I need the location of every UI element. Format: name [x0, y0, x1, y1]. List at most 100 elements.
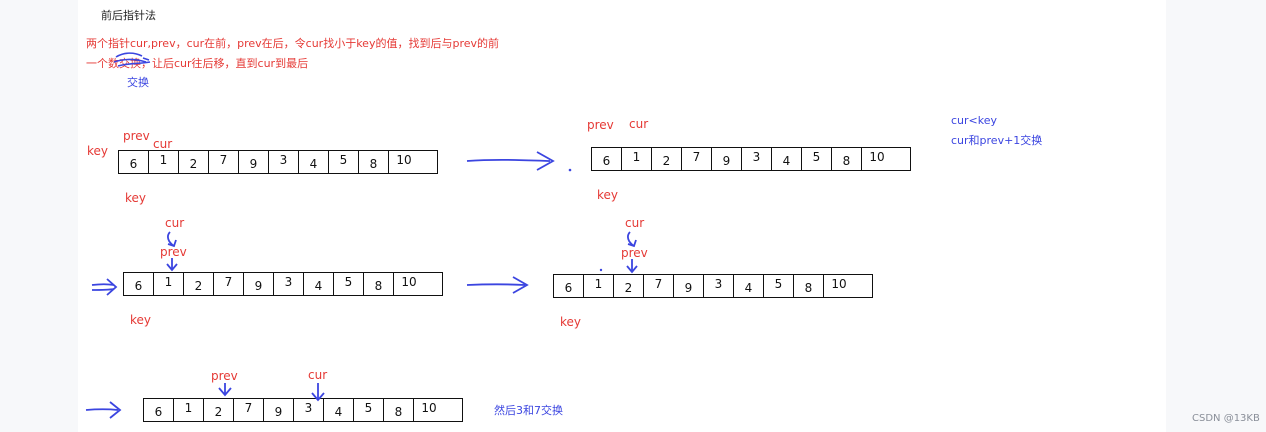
array-cell-value: 10: [421, 401, 437, 415]
array-cell-value: 8: [394, 405, 403, 419]
array-cell: 8: [794, 275, 824, 297]
array-cell-value: 4: [744, 281, 753, 295]
array-cell: 7: [234, 399, 264, 421]
side-note-action: cur和prev+1交换: [951, 134, 1043, 147]
array-cell: 7: [214, 273, 244, 295]
array-cell: 9: [244, 273, 274, 295]
array-cell-value: 7: [692, 150, 701, 164]
array-cell-value: 8: [369, 157, 378, 171]
array-cell: 5: [334, 273, 364, 295]
array-cell-value: 1: [159, 153, 168, 167]
array-cell-value: 4: [782, 154, 791, 168]
array-cell: 3: [742, 148, 772, 170]
array-cell-value: 5: [774, 277, 783, 291]
array-cell: 3: [269, 151, 299, 173]
key-label: key: [597, 188, 619, 202]
array-cell: 10: [414, 399, 444, 421]
array-cell-value: 9: [722, 154, 731, 168]
array-cell: 4: [299, 151, 329, 173]
array-cell: 7: [209, 151, 239, 173]
key-label: key: [87, 144, 109, 158]
array-cell-value: 1: [632, 150, 641, 164]
array-cell: 7: [644, 275, 674, 297]
array-cell-value: 9: [684, 281, 693, 295]
array-cell: 8: [359, 151, 389, 173]
description-line-2: 一个数交换，让后cur往后移，直到cur到最后: [86, 57, 309, 70]
array-cell: 2: [204, 399, 234, 421]
cur-label: cur: [629, 117, 649, 131]
array-cell-value: 6: [154, 405, 163, 419]
array-cell-value: 10: [831, 277, 847, 291]
cur-label: cur: [165, 216, 185, 230]
array-cell-value: 6: [564, 281, 573, 295]
array-cell: 5: [764, 275, 794, 297]
array-cell: 9: [674, 275, 704, 297]
array-cell-value: 4: [314, 279, 323, 293]
array-cell-value: 7: [219, 153, 228, 167]
array-cell: 1: [174, 399, 204, 421]
array-cell: 6: [144, 399, 174, 421]
array-cell-value: 3: [714, 277, 723, 291]
array-cell: 1: [622, 148, 652, 170]
array-cell: 8: [364, 273, 394, 295]
array-cell-value: 2: [624, 281, 633, 295]
array-cell: 4: [772, 148, 802, 170]
array-cell: 4: [304, 273, 334, 295]
array-cell-value: 4: [334, 405, 343, 419]
array-cell-value: 10: [869, 150, 885, 164]
array-cell-value: 1: [184, 401, 193, 415]
key-label: key: [130, 313, 152, 327]
array-cell-value: 3: [279, 153, 288, 167]
prev-label: prev: [621, 246, 648, 260]
array-cell-value: 7: [654, 277, 663, 291]
array-cell: 2: [184, 273, 214, 295]
array-cell: 4: [734, 275, 764, 297]
array-cell-value: 8: [374, 279, 383, 293]
cur-label: cur: [625, 216, 645, 230]
key-label: key: [560, 315, 582, 329]
array-cell: 10: [824, 275, 854, 297]
array-cell: 3: [704, 275, 734, 297]
array-cell: 9: [712, 148, 742, 170]
array-cell: 6: [124, 273, 154, 295]
array-cell: 1: [149, 151, 179, 173]
diagram-title: 前后指针法: [101, 9, 156, 22]
array-cell-value: 3: [284, 275, 293, 289]
final-note: 然后3和7交换: [494, 404, 563, 417]
cur-label: cur: [308, 368, 328, 382]
array-cell: 1: [154, 273, 184, 295]
diagram-canvas: [78, 0, 1166, 432]
array-cell-value: 1: [164, 275, 173, 289]
array-cell: 9: [239, 151, 269, 173]
prev-label: prev: [587, 118, 614, 132]
array-cell-value: 6: [602, 154, 611, 168]
array-cell: 10: [389, 151, 419, 173]
array-cell: 2: [179, 151, 209, 173]
array-cell: 2: [652, 148, 682, 170]
cur-label: cur: [153, 137, 173, 151]
array-cell-value: 3: [304, 401, 313, 415]
prev-label: prev: [123, 129, 150, 143]
array-cell: 5: [329, 151, 359, 173]
array-cell-value: 9: [254, 279, 263, 293]
array-cell-value: 2: [189, 157, 198, 171]
array-cell: 10: [394, 273, 424, 295]
array-cell-value: 9: [274, 405, 283, 419]
array-cell: 3: [294, 399, 324, 421]
array-cell: 9: [264, 399, 294, 421]
array-cell: 6: [119, 151, 149, 173]
array-cell-value: 3: [752, 150, 761, 164]
array-cell-value: 5: [344, 275, 353, 289]
array-cell-value: 6: [129, 157, 138, 171]
array-cell-value: 10: [401, 275, 417, 289]
array-cell: 4: [324, 399, 354, 421]
description-line-1: 两个指针cur,prev，cur在前，prev在后，令cur找小于key的值，找…: [86, 37, 499, 50]
array-cell-value: 2: [662, 154, 671, 168]
array-cell-value: 5: [812, 150, 821, 164]
array-cell-value: 9: [249, 157, 258, 171]
